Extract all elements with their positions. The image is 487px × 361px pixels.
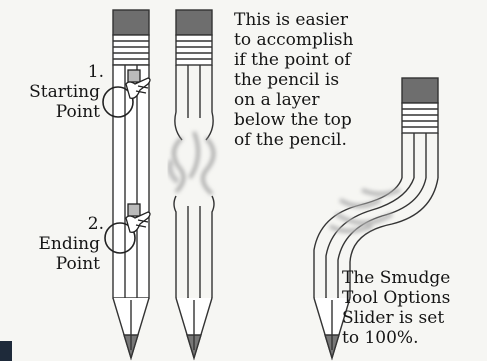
pencil-1 [113,10,149,358]
layer-note-line: if the point of [234,50,394,70]
slider-setting-line: The Smudge [342,268,482,288]
layer-note-line: This is easier [234,10,394,30]
layer-note-line: of the pencil. [234,130,394,150]
slider-setting-note: The Smudge Tool Options Slider is set to… [342,268,482,348]
layer-note-line: the pencil is [234,70,394,90]
pencil-2 [170,10,214,358]
ending-number: 2. [60,214,104,234]
starting-label-line1: Starting [8,82,100,102]
ending-label-line1: Ending [8,234,100,254]
page-edge-tab [0,341,12,361]
slider-setting-line: to 100%. [342,328,482,348]
layer-note: This is easier to accomplish if the poin… [234,10,394,150]
slider-setting-line: Slider is set [342,308,482,328]
layer-note-line: to accomplish [234,30,394,50]
starting-number: 1. [60,62,104,82]
layer-note-line: on a layer [234,90,394,110]
layer-note-line: below the top [234,110,394,130]
ending-label-line2: Point [8,254,100,274]
slider-setting-line: Tool Options [342,288,482,308]
starting-label-line2: Point [8,102,100,122]
